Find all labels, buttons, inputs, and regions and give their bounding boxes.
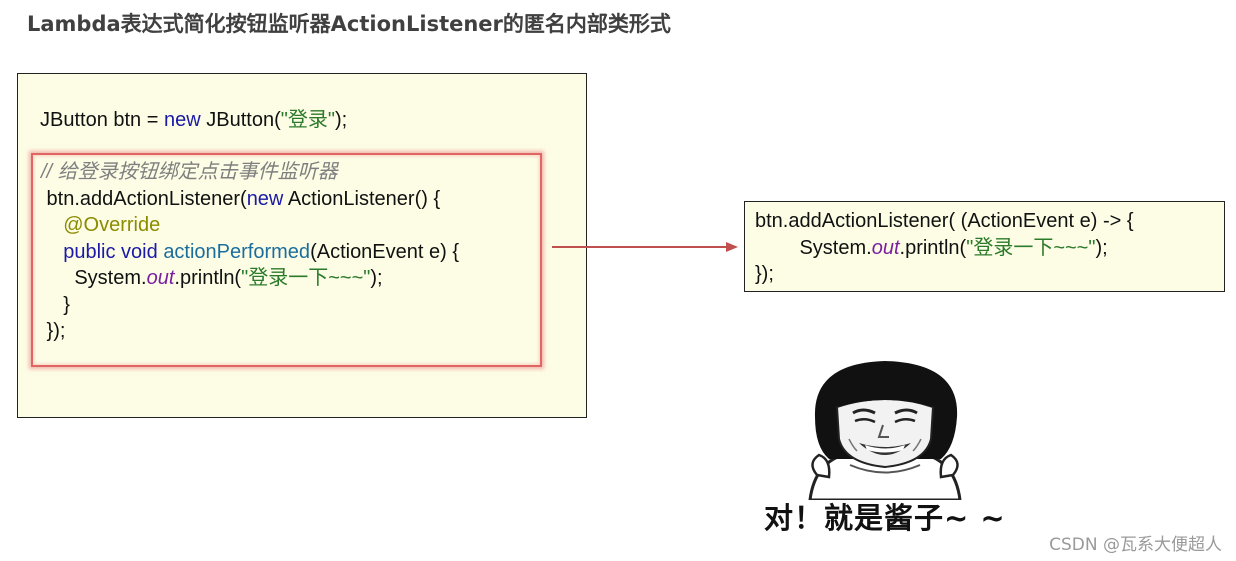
- lambda-println-line: System.out.println("登录一下~~~");: [799, 236, 1108, 259]
- button-declaration-line: JButton btn = new JButton("登录");: [40, 109, 348, 131]
- meme-face-image: [808, 361, 962, 500]
- right-arrow-icon: [552, 242, 738, 252]
- meme-caption: 对！就是酱子~ ~: [764, 501, 1006, 535]
- lambda-close-line: });: [755, 263, 774, 285]
- lambda-code-panel: btn.addActionListener( (ActionEvent e) -…: [744, 201, 1225, 292]
- highlighted-listener-block: // 给登录按钮绑定点击事件监听器 btn.addActionListener(…: [31, 153, 542, 367]
- lambda-code: btn.addActionListener( (ActionEvent e) -…: [755, 208, 1134, 288]
- csdn-watermark: CSDN @瓦系大便超人: [1049, 535, 1222, 555]
- add-listener-line: btn.addActionListener(new ActionListener…: [41, 187, 441, 210]
- anonymous-class-code-panel: JButton btn = new JButton("登录"); // 给登录按…: [17, 73, 587, 418]
- page-title: Lambda表达式简化按钮监听器ActionListener的匿名内部类形式: [27, 12, 671, 36]
- anonymous-listener-code: // 给登录按钮绑定点击事件监听器 btn.addActionListener(…: [41, 159, 459, 345]
- code-comment: // 给登录按钮绑定点击事件监听器: [41, 161, 338, 183]
- println-line: System.out.println("登录一下~~~");: [74, 267, 383, 289]
- lambda-first-line: btn.addActionListener( (ActionEvent e) -…: [755, 210, 1134, 232]
- close-method-brace: }: [63, 293, 70, 316]
- override-annotation: @Override: [63, 214, 161, 236]
- close-listener-line: });: [41, 320, 66, 342]
- method-signature-line: public void actionPerformed(ActionEvent …: [63, 240, 460, 263]
